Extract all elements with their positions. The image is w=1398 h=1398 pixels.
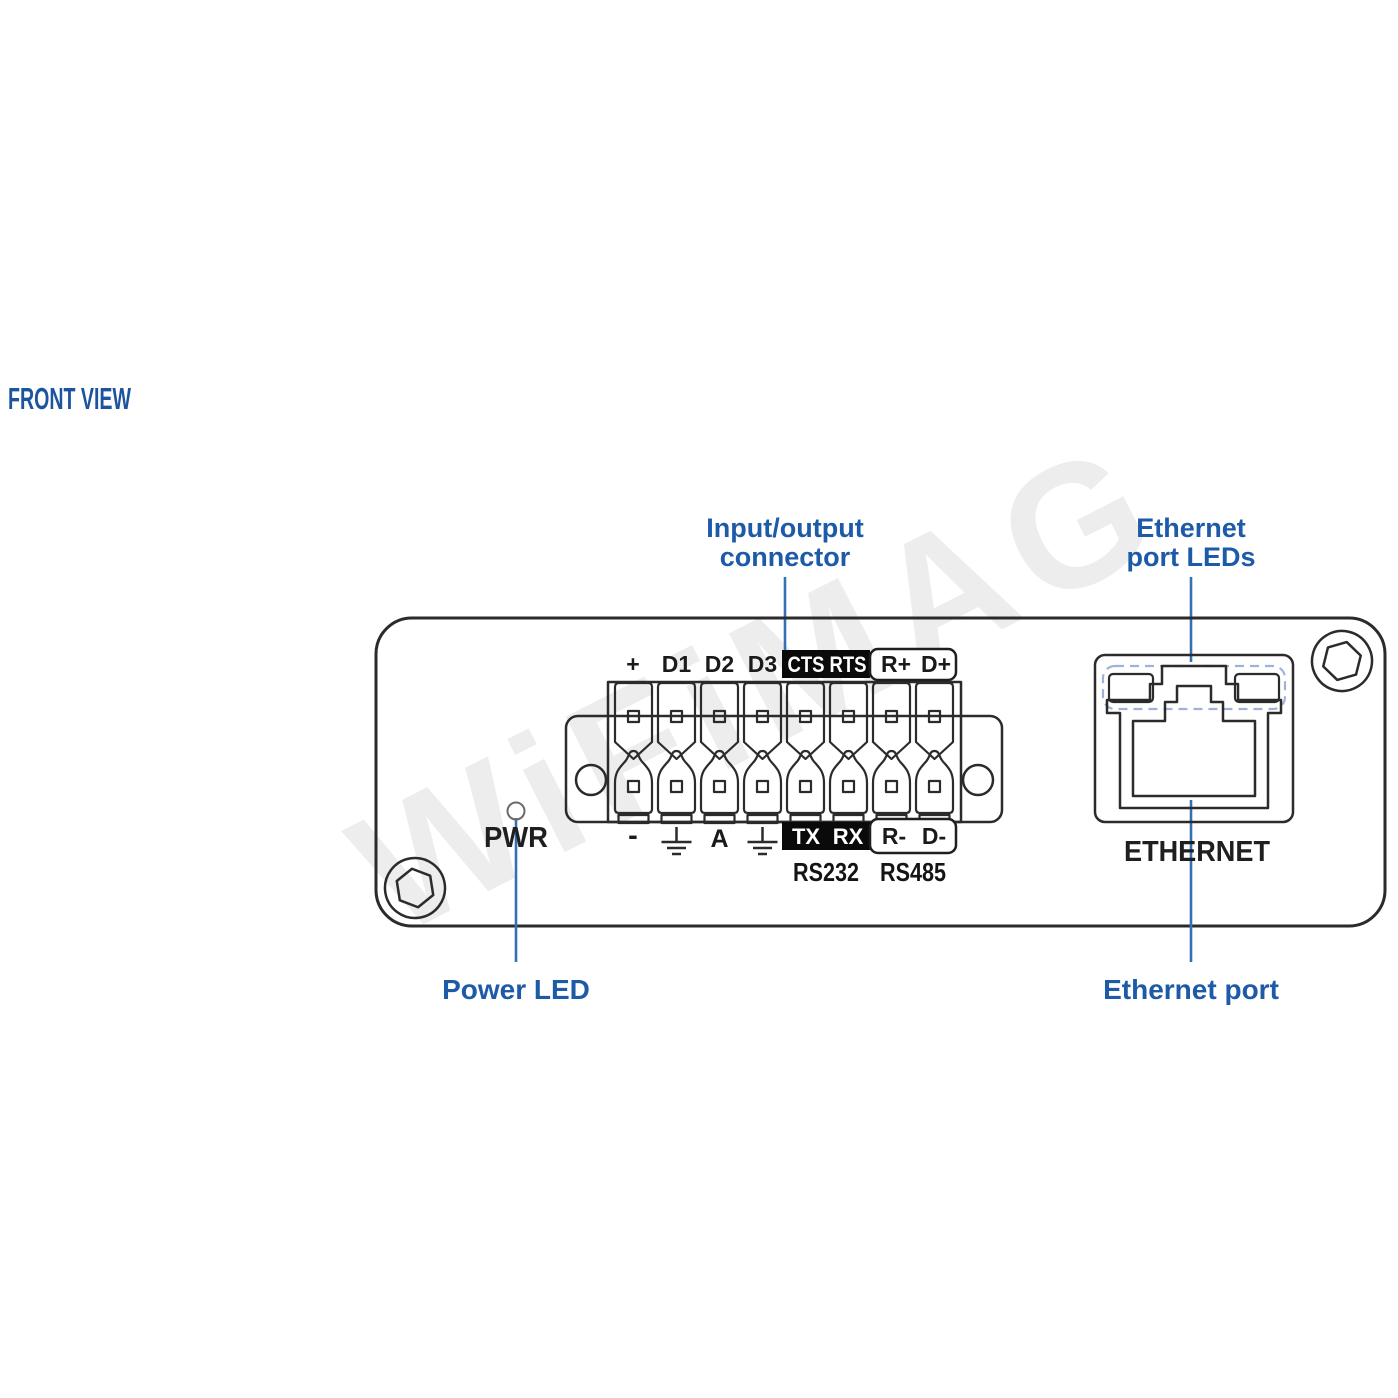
power-led-group: PWR Power LED [442, 801, 590, 1005]
pin-label-rx: RX [833, 824, 864, 849]
pin-label-d2: D2 [705, 651, 734, 677]
rs232-label: RS232 [793, 857, 859, 887]
pin-labels-top: + D1 D2 D3 CTS RTS R+ D+ [626, 647, 958, 682]
ethernet-leds-label-line2: port LEDs [1126, 542, 1255, 572]
plate-hole-left [574, 763, 608, 797]
power-led-indicator [506, 801, 526, 821]
pin-label-d3: D3 [748, 651, 777, 677]
ethernet-led-left [1107, 672, 1155, 704]
pwr-label: PWR [484, 822, 548, 854]
ethernet-led-right [1233, 672, 1281, 704]
tx-rx-inverted-box [782, 822, 870, 850]
pin-label-a: A [710, 825, 728, 853]
ethernet-port-label: Ethernet port [1103, 974, 1279, 1005]
pin-label-plus: + [626, 651, 639, 677]
power-led-label: Power LED [442, 974, 590, 1005]
rj45-jack-outline [1105, 664, 1283, 810]
ethernet-leds-label-line1: Ethernet [1136, 513, 1246, 543]
pin-label-cts: CTS [788, 652, 825, 677]
pin-label-d1: D1 [662, 651, 692, 677]
io-connector-label-line2: connector [720, 542, 851, 572]
pin-label-minus: - [628, 820, 638, 852]
ethernet-port-bezel [1093, 653, 1295, 824]
ethernet-label: ETHERNET [1124, 836, 1270, 868]
rminus-dminus-box [868, 817, 958, 855]
pin-label-dminus: D- [922, 823, 946, 849]
page-title: FRONT VIEW [8, 381, 131, 416]
pin-label-rts: RTS [830, 652, 867, 677]
callout-io-connector: Input/output connector [706, 513, 864, 651]
ethernet-port-group: ETHERNET Ethernet port [1093, 653, 1295, 1005]
watermark-text: WiFiMAG [324, 402, 1191, 973]
device-faceplate [374, 616, 1387, 928]
plate-hole-right [961, 763, 995, 797]
pin-label-dplus: D+ [921, 651, 951, 677]
cts-rts-inverted-box [782, 650, 870, 678]
pin-labels-bottom: - A TX RX R- D- RS232 RS485 [628, 817, 958, 887]
ground-icon [746, 825, 779, 856]
io-connector-label-line1: Input/output [706, 513, 863, 543]
pin-label-tx: TX [792, 824, 820, 849]
pin-label-rminus: R- [882, 823, 906, 849]
pin-label-rplus: R+ [881, 651, 911, 677]
hex-screw-icon [1304, 623, 1380, 699]
rplus-dplus-box [868, 647, 958, 682]
rs485-label: RS485 [880, 857, 946, 887]
rj45-cavity-outline [1131, 684, 1257, 798]
